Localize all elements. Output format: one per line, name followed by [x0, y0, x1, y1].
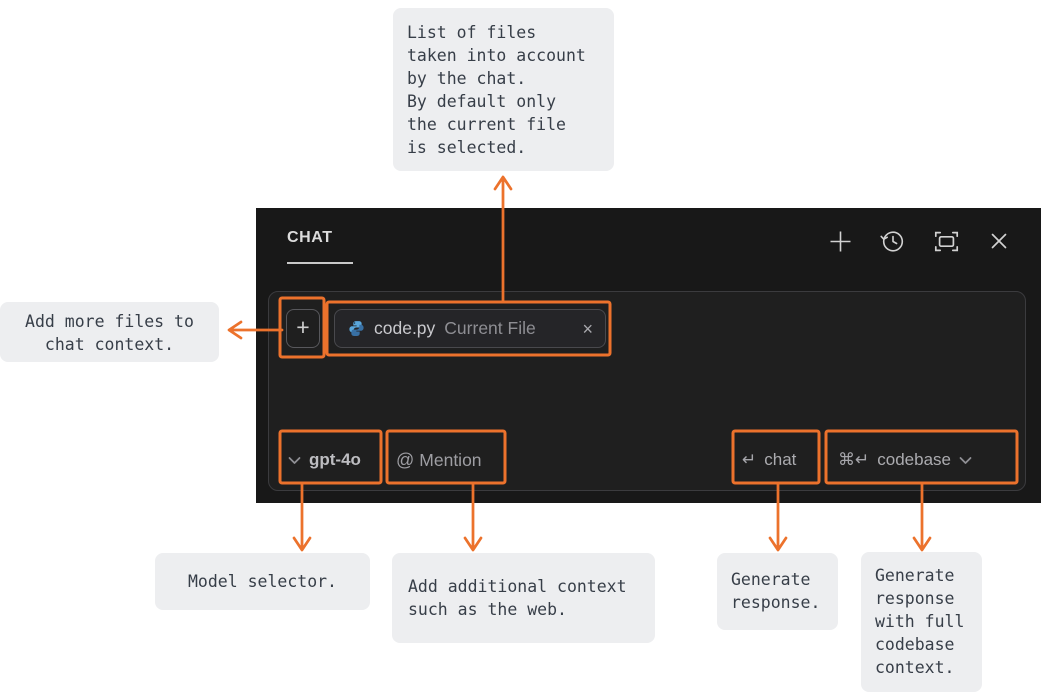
- note-line: by the chat.: [407, 69, 527, 88]
- add-context-button[interactable]: +: [286, 309, 320, 348]
- chevron-down-icon: [288, 456, 301, 464]
- chat-submit-label: chat: [764, 450, 797, 469]
- close-panel-button[interactable]: [986, 228, 1012, 254]
- note-line: Model selector.: [187, 572, 337, 591]
- chat-input-container[interactable]: + code.py Current File × gpt-4o @ Mentio…: [268, 291, 1026, 491]
- codebase-submit-button[interactable]: ⌘↵ codebase: [838, 444, 972, 476]
- cmd-enter-keys-icon: ⌘↵: [838, 450, 870, 470]
- note-line: context.: [875, 658, 955, 677]
- note-additional-context: Add additional context such as the web.: [392, 553, 655, 643]
- plus-icon: [830, 231, 850, 251]
- history-icon: [880, 231, 904, 252]
- model-selector[interactable]: gpt-4o: [288, 444, 361, 476]
- chip-remove-icon[interactable]: ×: [582, 318, 593, 339]
- note-line: Add more files to: [25, 312, 194, 331]
- note-line: taken into account: [407, 46, 586, 65]
- new-chat-button[interactable]: [827, 228, 853, 254]
- mention-button[interactable]: @ Mention: [396, 444, 482, 476]
- panel-header-actions: [827, 228, 1012, 254]
- note-line: is selected.: [407, 138, 527, 157]
- chevron-down-icon: [959, 456, 972, 464]
- note-line: with full: [875, 612, 965, 631]
- note-generate-response: Generate response.: [717, 553, 838, 630]
- note-line: Generate: [731, 570, 811, 589]
- maximize-icon: [934, 231, 958, 251]
- history-button[interactable]: [880, 228, 906, 254]
- note-line: chat context.: [44, 335, 175, 354]
- note-line: codebase: [875, 635, 955, 654]
- context-file-chip[interactable]: code.py Current File ×: [334, 309, 606, 348]
- chat-submit-button[interactable]: ↵ chat: [742, 444, 796, 476]
- panel-title[interactable]: CHAT: [287, 229, 333, 246]
- mention-button-label: Mention: [419, 449, 482, 470]
- enter-key-icon: ↵: [742, 450, 757, 470]
- model-selector-label: gpt-4o: [309, 450, 361, 469]
- note-files-list: List of files taken into account by the …: [393, 8, 614, 171]
- note-line: By default only: [407, 92, 557, 111]
- note-line: such as the web.: [408, 600, 567, 619]
- chip-filename: code.py: [374, 318, 436, 338]
- close-icon: [991, 233, 1007, 249]
- note-line: Add additional context: [408, 577, 627, 596]
- active-tab-indicator: [287, 262, 353, 264]
- at-sign-icon: @: [396, 449, 415, 470]
- maximize-button[interactable]: [933, 228, 959, 254]
- note-line: response: [875, 589, 955, 608]
- chip-badge-current-file: Current File: [444, 318, 536, 338]
- note-add-files: Add more files to chat context.: [0, 302, 219, 362]
- chat-panel: CHAT: [256, 208, 1041, 503]
- note-line: List of files: [407, 23, 537, 42]
- note-generate-codebase: Generate response with full codebase con…: [861, 552, 982, 692]
- note-line: the current file: [407, 115, 566, 134]
- note-line: Generate: [875, 566, 955, 585]
- note-line: response.: [731, 593, 821, 612]
- note-model-selector: Model selector.: [155, 553, 370, 610]
- codebase-submit-label: codebase: [877, 450, 951, 469]
- python-file-icon: [349, 321, 364, 336]
